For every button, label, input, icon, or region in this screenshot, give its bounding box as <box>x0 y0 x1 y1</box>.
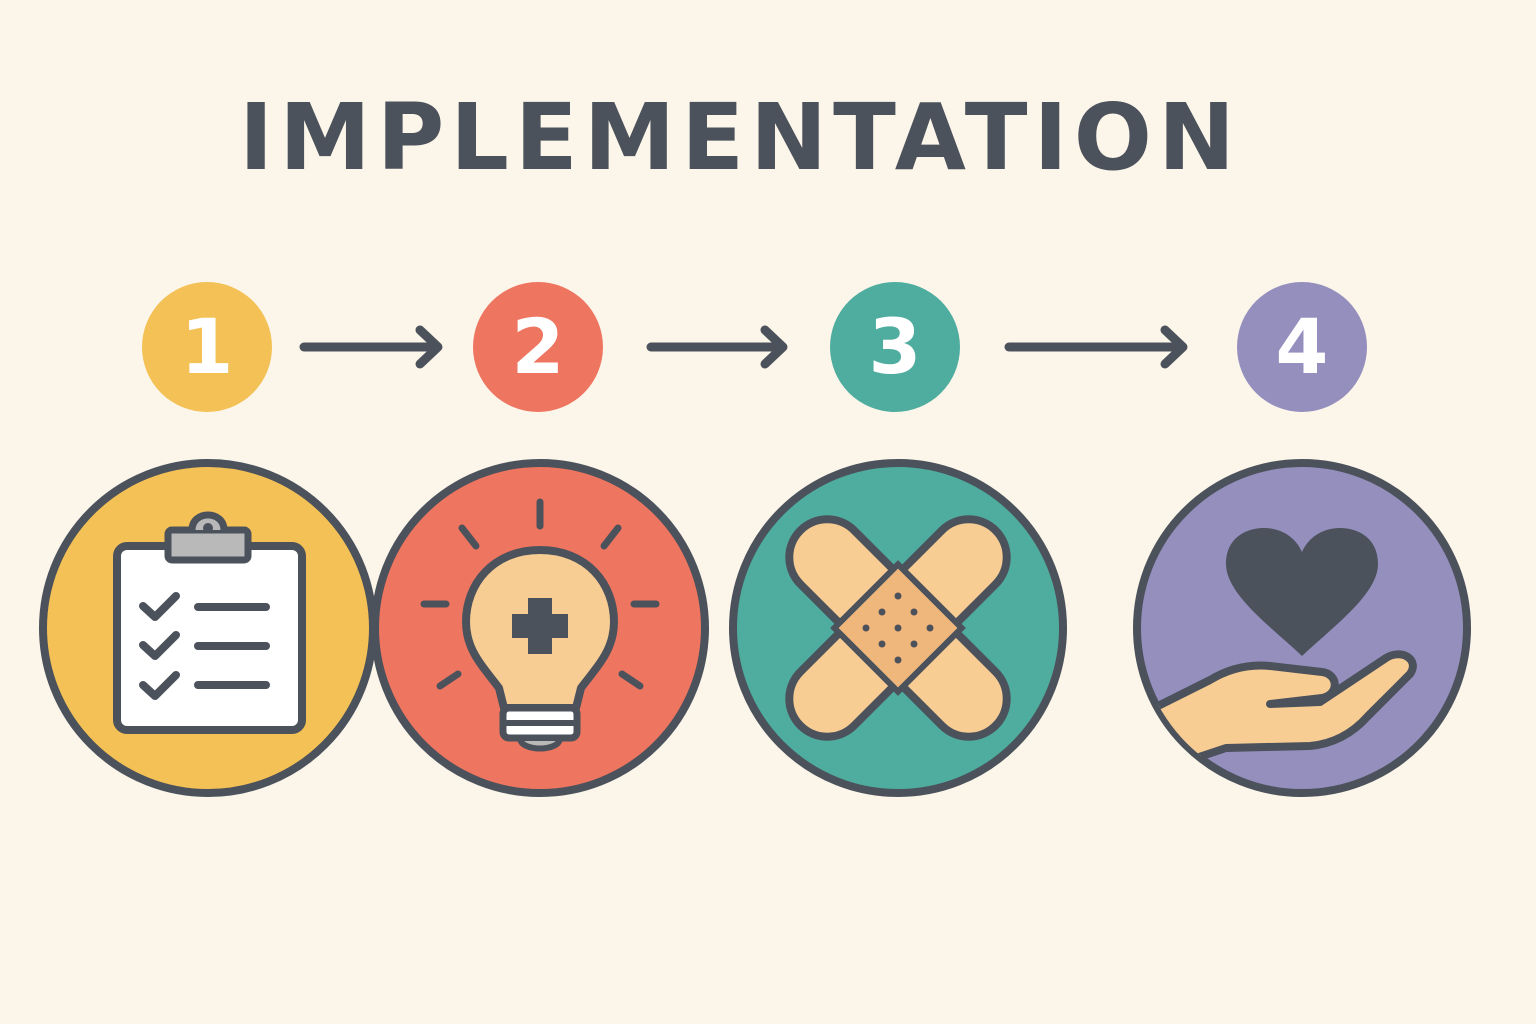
arrow-right-icon <box>646 325 788 369</box>
crossed-bandages-icon <box>785 515 1011 741</box>
step-4-number-badge: 4 <box>1237 282 1367 412</box>
step-1-number-badge: 1 <box>142 282 272 412</box>
page-title: IMPLEMENTATION <box>239 84 1241 191</box>
step-2-number-badge: 2 <box>473 282 603 412</box>
step-4-icon-circle <box>1133 459 1471 797</box>
clipboard-checklist-icon <box>113 511 306 734</box>
step-3-number-badge: 3 <box>830 282 960 412</box>
hand-holding-heart-icon <box>1139 528 1417 791</box>
arrow-right-icon <box>299 325 443 369</box>
arrow-right-icon <box>1004 325 1188 369</box>
step-2-icon-circle <box>371 459 709 797</box>
step-3-icon-circle <box>729 459 1067 797</box>
lightbulb-medical-cross-icon <box>420 498 660 752</box>
step-1-icon-circle <box>39 459 377 797</box>
